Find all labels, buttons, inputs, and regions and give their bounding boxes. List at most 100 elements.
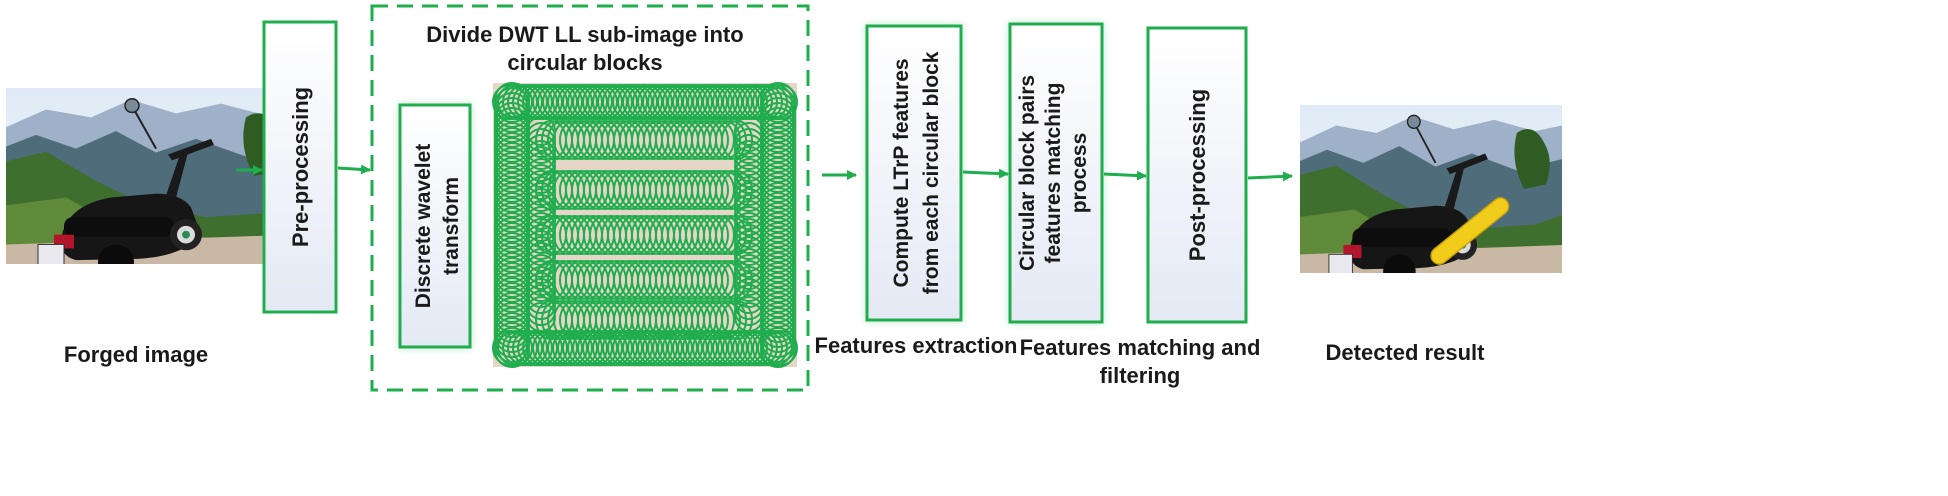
arrow-ltrp-to-matching: [962, 168, 1009, 179]
circular-block: [526, 284, 556, 314]
circular-block: [526, 290, 556, 320]
circular-block: [697, 215, 729, 255]
circular-block: [734, 164, 764, 194]
postprocessing-box: Post-processing: [1146, 26, 1248, 324]
ltrp-label-line1: Compute LTrP features: [890, 58, 913, 287]
circular-block: [526, 182, 556, 212]
circular-block: [526, 248, 556, 278]
preprocessing-box: Pre-processing: [262, 20, 338, 314]
circular-block: [734, 146, 764, 176]
circular-block: [526, 272, 556, 302]
caption-forged-image: Forged image: [64, 342, 208, 367]
circular-block: [526, 116, 556, 146]
circular-block: [526, 170, 556, 200]
circular-block: [734, 218, 764, 248]
circular-block: [526, 212, 556, 242]
circular-block: [734, 200, 764, 230]
dwt-label-line2: transform: [440, 177, 463, 275]
circular-block: [703, 215, 735, 255]
circular-block: [734, 236, 764, 266]
ltrp-box: Compute LTrP features from each circular…: [865, 24, 963, 322]
circular-block: [734, 140, 764, 170]
preprocessing-label: Pre-processing: [288, 87, 313, 247]
circular-block: [715, 300, 747, 340]
circular-block: [734, 260, 764, 290]
circular-block: [709, 300, 741, 340]
circular-block: [526, 302, 556, 332]
matching-label-line3: process: [1068, 133, 1091, 214]
circular-block: [734, 272, 764, 302]
circular-block: [760, 332, 796, 368]
caption-features-matching-line2: filtering: [1100, 363, 1181, 388]
circular-block: [734, 158, 764, 188]
circular-block: [526, 224, 556, 254]
circular-block: [734, 242, 764, 272]
circular-block: [734, 128, 764, 158]
circular-block: [703, 170, 735, 210]
circular-block-rings: [492, 82, 798, 368]
circular-block: [526, 122, 556, 152]
caption-features-extraction: Features extraction: [815, 333, 1018, 358]
dwt-label-line1: Discrete wavelet: [412, 144, 435, 309]
matching-label-line1: Circular block pairs: [1016, 75, 1039, 271]
circular-block: [734, 248, 764, 278]
postprocessing-label: Post-processing: [1185, 89, 1210, 261]
circular-block: [697, 260, 729, 300]
circular-block: [734, 278, 764, 308]
circular-block: [526, 206, 556, 236]
circular-block: [526, 296, 556, 326]
circular-block: [526, 158, 556, 188]
matching-box: Circular block pairs features matching p…: [1008, 22, 1104, 324]
circular-block: [734, 116, 764, 146]
circular-block: [526, 152, 556, 182]
flow-arrows: [236, 164, 1293, 182]
circular-block: [526, 188, 556, 218]
circular-block: [734, 302, 764, 332]
arrow-preprocessing-to-dwt: [337, 164, 371, 175]
circular-blocks-image: [492, 82, 798, 368]
circular-block: [526, 230, 556, 260]
dwt-group: Divide DWT LL sub-image into circular bl…: [370, 4, 810, 392]
circular-block: [526, 254, 556, 284]
group-title-line2: circular blocks: [507, 50, 662, 75]
circular-block: [734, 206, 764, 236]
circular-block: [734, 266, 764, 296]
circular-block: [697, 120, 729, 160]
circular-block: [494, 332, 530, 368]
circular-block: [734, 284, 764, 314]
caption-features-matching-line1: Features matching and: [1020, 335, 1261, 360]
circular-block: [703, 300, 735, 340]
circular-block: [734, 176, 764, 206]
circular-block: [526, 176, 556, 206]
matching-label-line2: features matching: [1042, 83, 1065, 264]
circular-block: [715, 120, 747, 160]
circular-block: [526, 236, 556, 266]
circular-block: [526, 266, 556, 296]
circular-block: [526, 242, 556, 272]
circular-block: [526, 134, 556, 164]
circular-block: [703, 260, 735, 300]
circular-block: [526, 146, 556, 176]
detected-result-image: [1300, 105, 1562, 273]
circular-block: [734, 182, 764, 212]
circular-block: [526, 278, 556, 308]
circular-block: [697, 170, 729, 210]
arrow-matching-to-postprocessing: [1103, 170, 1147, 181]
circular-block: [734, 230, 764, 260]
circular-block: [709, 120, 741, 160]
circular-block: [526, 260, 556, 290]
circular-block: [734, 194, 764, 224]
ltrp-label-line2: from each circular block: [920, 51, 943, 294]
circular-block: [734, 170, 764, 200]
forged-image: [6, 88, 296, 264]
circular-block: [734, 152, 764, 182]
circular-block: [734, 212, 764, 242]
circular-block: [734, 224, 764, 254]
circular-block: [526, 194, 556, 224]
circular-block: [734, 188, 764, 218]
circular-block: [526, 200, 556, 230]
circular-block: [734, 134, 764, 164]
circular-block: [734, 296, 764, 326]
circular-block: [526, 164, 556, 194]
